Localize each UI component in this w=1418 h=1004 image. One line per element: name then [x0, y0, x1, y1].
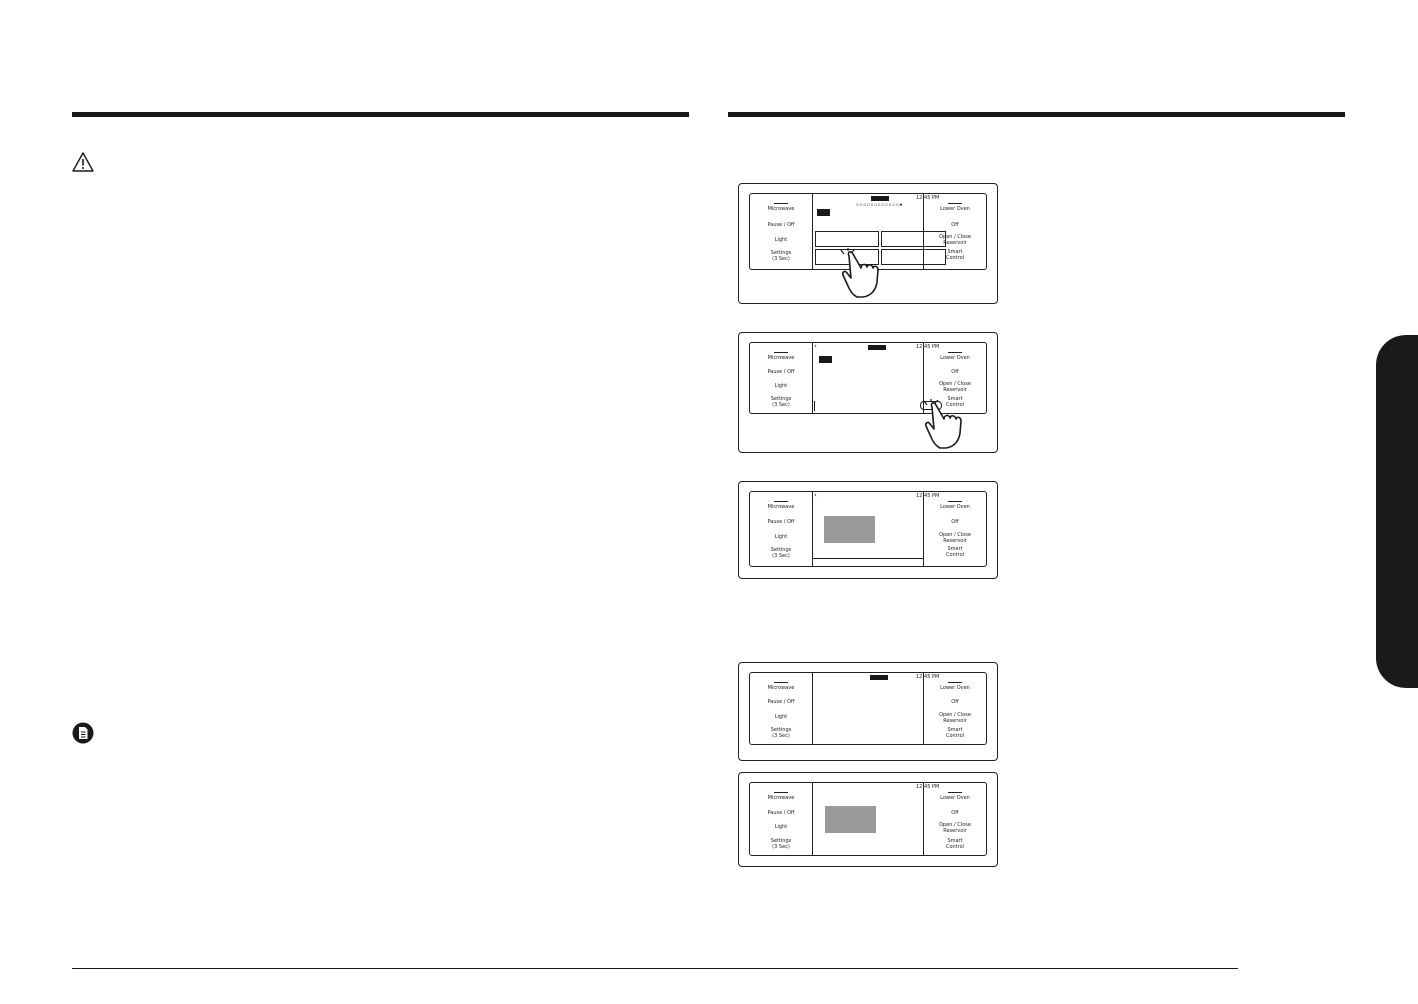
- microwave-button[interactable]: Microwave: [767, 504, 795, 510]
- settings-button[interactable]: Settings (3 Sec): [770, 250, 792, 262]
- lower-oven-button[interactable]: Lower Oven: [940, 685, 970, 691]
- right-button-column: Lower Oven Off Open / Close Reservoir Sm…: [923, 673, 986, 744]
- footer-rule: [72, 968, 1238, 969]
- mode-label: [819, 356, 832, 363]
- status-indicator: 12:45 PM: [916, 493, 940, 499]
- settings-button[interactable]: Settings (3 Sec): [770, 727, 792, 739]
- display-screen[interactable]: ‹ 12:45 PM: [812, 491, 939, 566]
- option-tile-2[interactable]: [881, 231, 946, 247]
- pause-off-button[interactable]: Pause / Off: [767, 810, 795, 816]
- status-indicator: 12:45 PM: [916, 784, 940, 790]
- status-indicator: 12:45 PM: [916, 195, 940, 201]
- control-panel-3-bezel: Microwave Pause / Off Light Settings (3 …: [749, 491, 987, 567]
- display-screen[interactable]: 12:45 PM ▫▫▫▫▫▫▫▫▫▫▫▫▪: [812, 194, 946, 269]
- left-button-column: Microwave Pause / Off Light Settings (3 …: [750, 194, 813, 269]
- microwave-button[interactable]: Microwave: [767, 795, 795, 801]
- smart-control-button[interactable]: Smart Control: [945, 546, 965, 558]
- microwave-button[interactable]: Microwave: [767, 685, 795, 691]
- display-screen[interactable]: 12:45 PM: [812, 783, 939, 855]
- microwave-button[interactable]: Microwave: [767, 355, 795, 361]
- scrollbar[interactable]: [814, 401, 815, 411]
- light-button[interactable]: Light: [774, 714, 788, 720]
- pause-off-button[interactable]: Pause / Off: [767, 222, 795, 228]
- left-button-column: Microwave Pause / Off Light Settings (3 …: [750, 783, 813, 855]
- off-button[interactable]: Off: [951, 810, 959, 816]
- option-tile-4[interactable]: [881, 249, 946, 265]
- right-button-column: Lower Oven Off Open / Close Reservoir Sm…: [923, 343, 986, 413]
- pause-off-button[interactable]: Pause / Off: [767, 369, 795, 375]
- control-panel-5-bezel: Microwave Pause / Off Light Settings (3 …: [749, 782, 987, 856]
- title-bar: [871, 196, 889, 201]
- lower-oven-button[interactable]: Lower Oven: [940, 504, 970, 510]
- highlighted-region: [825, 806, 876, 833]
- control-panel-3: Microwave Pause / Off Light Settings (3 …: [738, 481, 998, 579]
- right-button-column: Lower Oven Off Open / Close Reservoir Sm…: [923, 783, 986, 855]
- off-button[interactable]: Off: [951, 222, 959, 228]
- back-arrow-icon[interactable]: ‹: [814, 342, 817, 350]
- back-arrow-icon[interactable]: ‹: [814, 491, 817, 499]
- status-indicator: 12:45 PM: [916, 344, 940, 350]
- display-screen[interactable]: 12:45 PM: [812, 673, 939, 744]
- right-button-column: Lower Oven Off Open / Close Reservoir Sm…: [923, 492, 986, 566]
- left-button-column: Microwave Pause / Off Light Settings (3 …: [750, 343, 813, 413]
- control-panel-2: Microwave Pause / Off Light Settings (3 …: [738, 332, 998, 453]
- microwave-button[interactable]: Microwave: [767, 206, 795, 212]
- section-tab: [1376, 335, 1418, 688]
- right-header-rule: [728, 112, 1345, 117]
- screen-divider: [812, 558, 924, 559]
- settings-button[interactable]: Settings (3 Sec): [770, 396, 792, 408]
- settings-button[interactable]: Settings (3 Sec): [770, 838, 792, 850]
- control-panel-1: Microwave Pause / Off Light Settings (3 …: [738, 183, 998, 304]
- lower-oven-button[interactable]: Lower Oven: [940, 355, 970, 361]
- warning-triangle-icon: [72, 152, 94, 172]
- left-button-column: Microwave Pause / Off Light Settings (3 …: [750, 492, 813, 566]
- lower-oven-button[interactable]: Lower Oven: [940, 206, 970, 212]
- off-button[interactable]: Off: [951, 699, 959, 705]
- light-button[interactable]: Light: [774, 824, 788, 830]
- light-button[interactable]: Light: [774, 383, 788, 389]
- control-panel-4-bezel: Microwave Pause / Off Light Settings (3 …: [749, 672, 987, 745]
- smart-control-button[interactable]: Smart Control: [945, 249, 965, 261]
- option-tile-1[interactable]: [815, 231, 879, 247]
- control-panel-5: Microwave Pause / Off Light Settings (3 …: [738, 772, 998, 867]
- mode-label: [817, 209, 830, 216]
- smart-control-button[interactable]: Smart Control: [945, 727, 965, 739]
- pointing-hand-icon: [840, 248, 879, 298]
- off-button[interactable]: Off: [951, 519, 959, 525]
- control-panel-4: Microwave Pause / Off Light Settings (3 …: [738, 662, 998, 761]
- open-close-reservoir-button[interactable]: Open / Close Reservoir: [939, 712, 971, 724]
- lower-oven-button[interactable]: Lower Oven: [940, 795, 970, 801]
- smart-control-button[interactable]: Smart Control: [945, 396, 965, 408]
- title-bar: [868, 345, 886, 350]
- open-close-reservoir-button[interactable]: Open / Close Reservoir: [939, 532, 971, 544]
- light-button[interactable]: Light: [774, 237, 788, 243]
- pause-off-button[interactable]: Pause / Off: [767, 699, 795, 705]
- open-close-reservoir-button[interactable]: Open / Close Reservoir: [939, 234, 971, 246]
- highlighted-region: [824, 516, 875, 543]
- pause-off-button[interactable]: Pause / Off: [767, 519, 795, 525]
- light-button[interactable]: Light: [774, 534, 788, 540]
- display-screen[interactable]: ‹ 12:45 PM: [812, 342, 942, 413]
- settings-button[interactable]: Settings (3 Sec): [770, 547, 792, 559]
- open-close-reservoir-button[interactable]: Open / Close Reservoir: [939, 381, 971, 393]
- page-indicator: ▫▫▫▫▫▫▫▫▫▫▫▫▪: [856, 202, 903, 208]
- left-header-rule: [72, 112, 689, 117]
- open-close-reservoir-button[interactable]: Open / Close Reservoir: [939, 822, 971, 834]
- title-bar: [870, 675, 888, 680]
- control-panel-2-bezel: Microwave Pause / Off Light Settings (3 …: [749, 342, 987, 414]
- smart-control-button[interactable]: Smart Control: [945, 838, 965, 850]
- option-tile-3[interactable]: [815, 249, 879, 265]
- pointing-hand-icon: [923, 399, 962, 449]
- right-button-column: Lower Oven Off Open / Close Reservoir Sm…: [923, 194, 986, 269]
- left-button-column: Microwave Pause / Off Light Settings (3 …: [750, 673, 813, 744]
- status-indicator: 12:45 PM: [916, 674, 940, 680]
- off-button[interactable]: Off: [951, 369, 959, 375]
- note-icon: [72, 722, 94, 744]
